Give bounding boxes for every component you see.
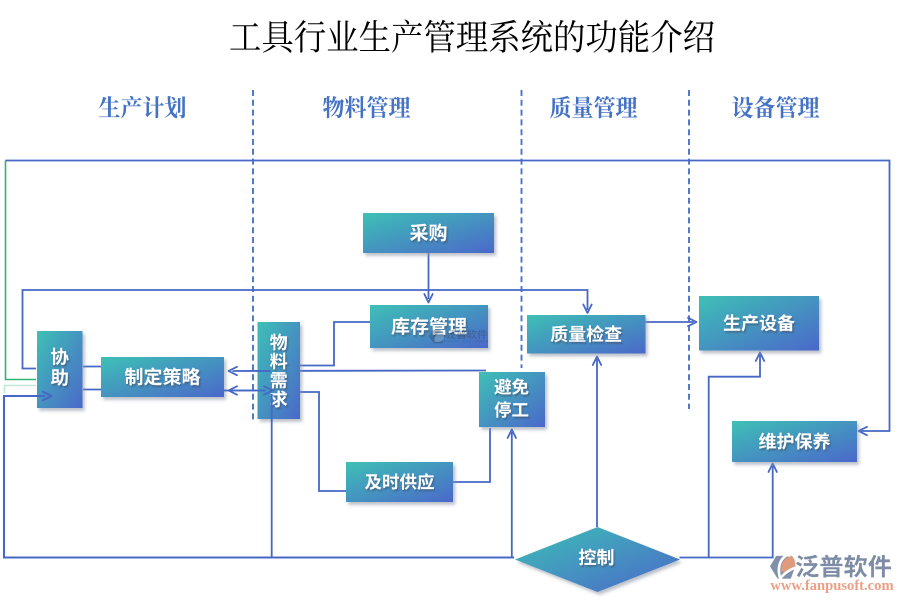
svg-text:www.fanpusoft.com: www.fanpusoft.com [770,578,893,594]
svg-text:FANPU SOFTWARE: FANPU SOFTWARE [444,339,489,344]
